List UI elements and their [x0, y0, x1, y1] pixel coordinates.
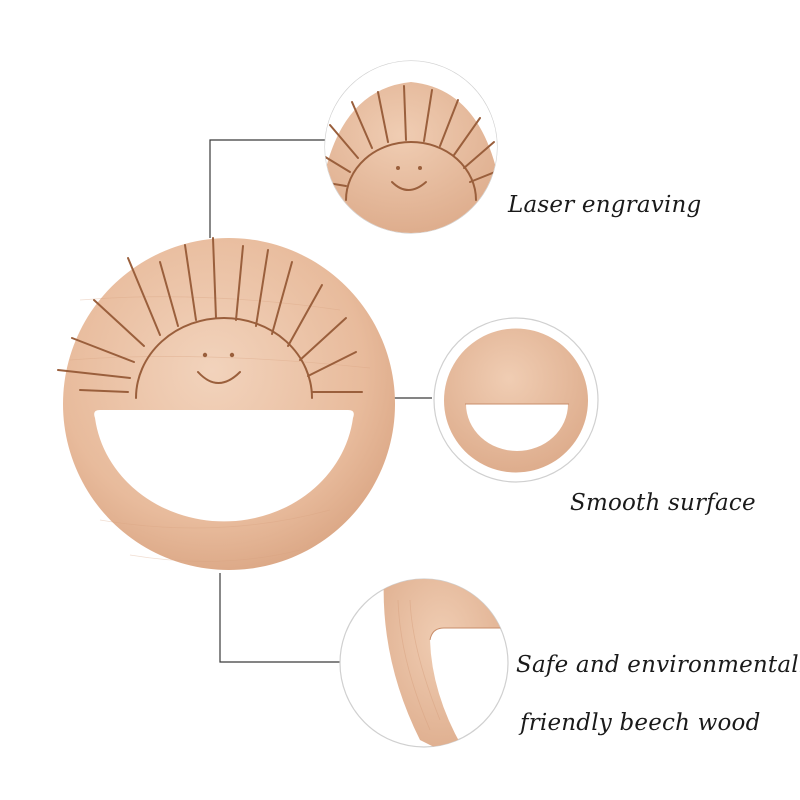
teether-main: [57, 237, 395, 570]
feature-label-laser-engraving: Laser engraving: [508, 192, 702, 218]
callout-smooth-surface: [433, 317, 599, 483]
feature-label-safe-line2: friendly beech wood: [520, 710, 761, 736]
sun-engraving: [57, 237, 363, 399]
feature-label-smooth-surface: Smooth surface: [570, 490, 756, 516]
feature-label-safe-line1: Safe and environmentally: [516, 652, 800, 678]
callout-beech-wood: [339, 578, 509, 748]
callout-laser-engraving: [324, 60, 498, 234]
